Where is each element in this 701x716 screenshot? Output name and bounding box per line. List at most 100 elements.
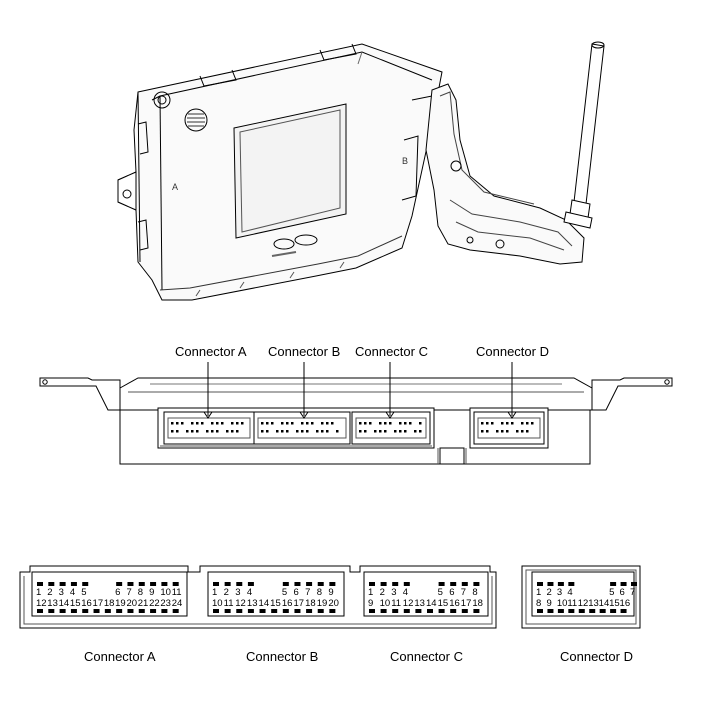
pin-number: 20 [126, 598, 137, 609]
pin-number: 6 [449, 587, 454, 598]
pin-block [127, 582, 134, 586]
pin-cavity [526, 430, 529, 433]
pin-block [37, 609, 43, 613]
pin-block [213, 609, 219, 613]
pin-cavity [389, 422, 392, 425]
pin-cavity [331, 422, 334, 425]
pin-number: 1 [36, 587, 41, 598]
pin-cavity [506, 430, 509, 433]
pin-block [610, 582, 617, 586]
front-label-b: Connector B [268, 344, 340, 359]
pin-cavity [311, 422, 314, 425]
pin-number: 14 [259, 598, 270, 609]
pin-cavity [326, 430, 329, 433]
pin-number: 2 [546, 587, 551, 598]
connector-face [473, 411, 545, 445]
pin-block [547, 609, 554, 613]
pin-cavity [379, 430, 382, 433]
pin-block [450, 582, 457, 586]
pin-number: 5 [609, 587, 614, 598]
pin-number: 13 [588, 598, 599, 609]
pin-number: 3 [557, 587, 562, 598]
pin-cavity [211, 430, 214, 433]
pin-number: 8 [472, 587, 477, 598]
pin-block [138, 582, 145, 586]
pin-block [247, 582, 254, 586]
pinout-label-b: Connector B [246, 649, 318, 664]
pin-block [161, 582, 168, 586]
pin-number: 13 [47, 598, 58, 609]
pin-number: 11 [567, 598, 577, 609]
front-connector-b [253, 411, 351, 445]
pin-block [59, 582, 66, 586]
pin-number: 9 [368, 598, 373, 609]
pin-number: 2 [380, 587, 385, 598]
pin-block [70, 609, 77, 613]
pin-block [578, 609, 585, 613]
pin-cavity [236, 430, 239, 433]
pin-cavity [501, 422, 504, 425]
pin-number: 6 [620, 587, 625, 598]
pin-block [104, 609, 111, 613]
pin-number: 21 [138, 598, 149, 609]
pin-cavity [221, 422, 224, 425]
pinout-label-d: Connector D [560, 649, 633, 664]
pin-cavity [216, 430, 219, 433]
pin-block [380, 609, 387, 613]
pin-cavity [399, 430, 402, 433]
pin-number: 17 [93, 598, 104, 609]
pin-number: 15 [438, 598, 449, 609]
pin-block [306, 582, 313, 586]
pin-cavity [496, 430, 499, 433]
connector-inner [257, 417, 347, 439]
pin-block [93, 609, 100, 613]
pin-number: 6 [293, 587, 298, 598]
pin-block [116, 609, 123, 613]
pin-block [236, 609, 243, 613]
pin-block [282, 582, 289, 586]
pin-cavity [191, 422, 194, 425]
pin-block [70, 582, 77, 586]
pin-number: 16 [81, 598, 92, 609]
front-label-d: Connector D [476, 344, 549, 359]
pin-cavity [236, 422, 239, 425]
pin-number: 8 [317, 587, 322, 598]
pin-number: 4 [70, 587, 75, 598]
pin-cavity [241, 422, 244, 425]
pin-block [294, 609, 301, 613]
pin-cavity [296, 430, 299, 433]
pin-block [403, 609, 410, 613]
pin-number: 12 [403, 598, 414, 609]
pin-cavity [384, 430, 387, 433]
front-label-c: Connector C [355, 344, 428, 359]
pin-number: 7 [461, 587, 466, 598]
label-recess [233, 103, 347, 239]
pin-number: 16 [449, 598, 460, 609]
pin-number: 17 [293, 598, 304, 609]
front-label-a: Connector A [175, 344, 247, 359]
pin-number: 8 [536, 598, 541, 609]
pin-block [380, 582, 387, 586]
pin-cavity [321, 430, 324, 433]
pin-cavity [491, 422, 494, 425]
pin-block [116, 582, 123, 586]
pin-block [82, 609, 89, 613]
pin-cavity [191, 430, 194, 433]
pin-number: 8 [138, 587, 143, 598]
pin-block [631, 582, 637, 586]
leader-lines [203, 362, 517, 419]
pin-block [82, 582, 89, 586]
pin-number: 9 [328, 587, 333, 598]
pin-block [224, 582, 231, 586]
pin-block [150, 609, 157, 613]
pin-block [259, 609, 266, 613]
pin-block [568, 582, 575, 586]
pin-cavity [374, 430, 377, 433]
pin-cavity [226, 430, 229, 433]
pin-block [620, 582, 627, 586]
pin-cavity [326, 422, 329, 425]
pin-cavity [206, 430, 209, 433]
